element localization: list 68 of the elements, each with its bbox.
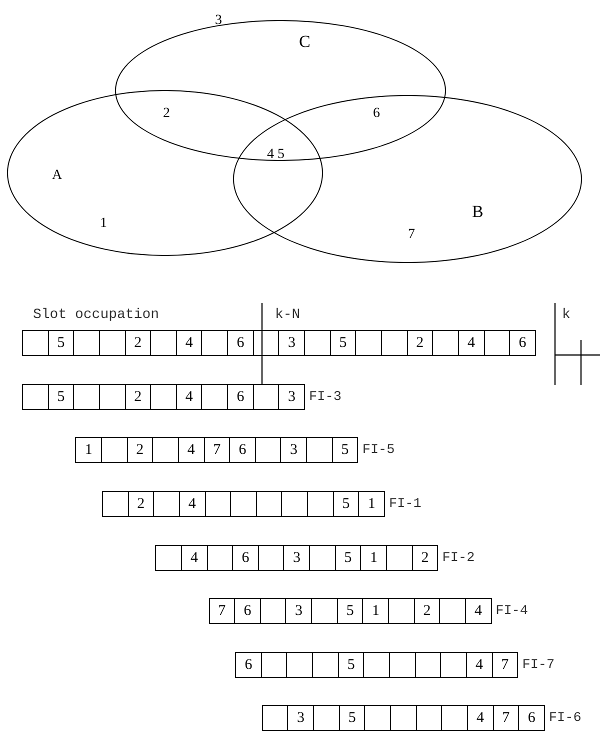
slot-cell: 2 bbox=[124, 384, 152, 410]
slot-cell: 5 bbox=[334, 545, 362, 571]
frame-label: FI-2 bbox=[442, 550, 475, 566]
slot-cell: 7 bbox=[492, 705, 520, 731]
slot-cell: 1 bbox=[362, 598, 390, 624]
slot-cell: 1 bbox=[75, 437, 102, 463]
slot-cell: 2 bbox=[128, 491, 154, 517]
slot-cell: 1 bbox=[358, 491, 385, 517]
slot-cell: 4 bbox=[180, 545, 208, 571]
slot-cell: 3 bbox=[280, 437, 308, 463]
slot-cell: 4 bbox=[178, 437, 204, 463]
axis-label: Slot occupation bbox=[33, 308, 160, 322]
set-label: C bbox=[299, 33, 310, 50]
slot-cell: 6 bbox=[227, 330, 254, 356]
region-number: 6 bbox=[373, 107, 380, 121]
slot-cell: 4 bbox=[466, 705, 494, 731]
slot-cell: 5 bbox=[330, 330, 356, 356]
slot-cell: 6 bbox=[227, 384, 254, 410]
slot-cell: 4 bbox=[458, 330, 485, 356]
frame-label: FI-6 bbox=[548, 710, 582, 726]
slot-cell: 7 bbox=[492, 652, 518, 678]
slot-cell: 6 bbox=[229, 437, 256, 463]
slot-cell: 6 bbox=[235, 652, 262, 678]
slot-cell: 7 bbox=[204, 437, 230, 463]
slot-cell: 3 bbox=[283, 545, 310, 571]
slot-cell: 2 bbox=[126, 437, 154, 463]
slot-cell: 5 bbox=[336, 598, 364, 624]
slot-cell: 6 bbox=[234, 598, 261, 624]
slot-cell: 3 bbox=[278, 330, 306, 356]
slot-cell: 3 bbox=[285, 598, 312, 624]
slot-cell: 7 bbox=[208, 598, 236, 624]
slot-cell: 4 bbox=[178, 491, 206, 517]
slot-cell: 6 bbox=[518, 705, 545, 731]
region-number: 2 bbox=[163, 107, 170, 121]
slot-cell: 3 bbox=[287, 705, 314, 731]
slot-cell: 2 bbox=[406, 330, 434, 356]
slot-cell: 5 bbox=[332, 437, 358, 463]
slot-cell: 3 bbox=[278, 384, 306, 410]
set-label: A bbox=[52, 169, 62, 183]
set-ellipse bbox=[7, 90, 323, 256]
slot-cell: 2 bbox=[414, 598, 440, 624]
slot-cell: 5 bbox=[338, 652, 364, 678]
region-number: 3 bbox=[215, 14, 222, 28]
slot-cell: 2 bbox=[124, 330, 152, 356]
frame-label: FI-7 bbox=[522, 658, 555, 672]
slot-cell: 5 bbox=[48, 330, 74, 356]
slot-cell: 4 bbox=[176, 330, 202, 356]
set-ellipse bbox=[233, 95, 582, 263]
slot-cell: 4 bbox=[466, 652, 493, 678]
axis-label: k bbox=[562, 308, 570, 322]
frame-label: FI-4 bbox=[496, 604, 528, 618]
region-number: 1 bbox=[100, 217, 107, 231]
frame-label: FI-1 bbox=[388, 496, 422, 512]
slot-cell: 4 bbox=[464, 598, 492, 624]
slot-cell: 5 bbox=[332, 491, 360, 517]
slot-cell: 6 bbox=[509, 330, 536, 356]
slot-cell: 5 bbox=[338, 705, 366, 731]
slot-cell: 5 bbox=[48, 384, 74, 410]
axis-label: k-N bbox=[275, 308, 300, 322]
slot-cell: 2 bbox=[412, 545, 438, 571]
slot-cell: 1 bbox=[360, 545, 388, 571]
slot-cell: 6 bbox=[232, 545, 259, 571]
frame-label: FI-3 bbox=[309, 390, 342, 404]
region-number: 7 bbox=[408, 228, 415, 242]
region-number: 4 5 bbox=[267, 148, 284, 162]
frame-label: FI-5 bbox=[362, 442, 395, 458]
set-label: B bbox=[472, 203, 484, 220]
slot-cell: 4 bbox=[176, 384, 202, 410]
